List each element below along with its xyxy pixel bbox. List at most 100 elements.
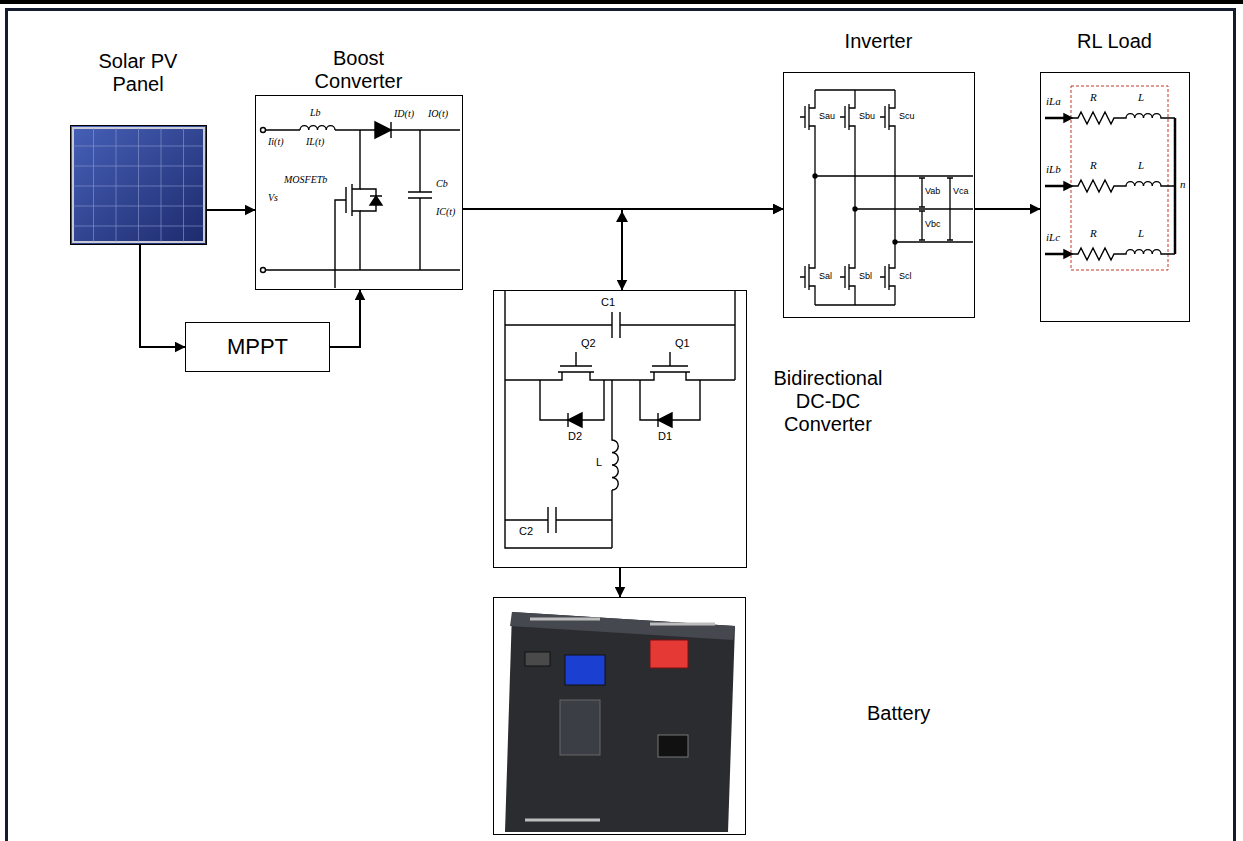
circuit-label: Sbu [859, 111, 875, 121]
flow-arrow [330, 290, 360, 347]
circuit-label: IO(t) [428, 108, 448, 120]
boost-circuit-part [370, 196, 382, 205]
circuit-label: D2 [568, 430, 582, 443]
bidirectional-circuit-part [505, 291, 612, 548]
circuit-label: Ii(t) [268, 136, 284, 148]
circuit-label: D1 [658, 430, 672, 443]
bidirectional-circuit [505, 291, 735, 548]
boost-circuit-part [335, 187, 346, 288]
flow-arrow [622, 209, 783, 290]
flow-arrow [619, 568, 621, 597]
circuit-label: L [1138, 91, 1144, 104]
inverter-circuit [800, 90, 973, 305]
rl-load-circuit-part [1064, 182, 1072, 190]
rl-load-circuit-part [1072, 248, 1175, 260]
bidirectional-circuit-part [560, 352, 688, 366]
rl-load-box: RL Load [1040, 72, 1190, 322]
solar-panel-picture-part [73, 128, 204, 242]
circuit-label: IL(t) [306, 136, 324, 148]
flow-arrow [207, 209, 255, 211]
box-heading: Solar PV Panel [83, 50, 193, 96]
circuit-label: Lb [310, 107, 321, 119]
circuit-label: Sbl [859, 271, 872, 281]
circuit-label: n [1180, 178, 1186, 191]
circuit-label: Q2 [581, 337, 596, 350]
bidirectional-circuit-part [734, 291, 735, 380]
boost-circuit-part [261, 128, 266, 133]
rl-load-circuit-part [1072, 180, 1175, 192]
circuit-label: ID(t) [394, 108, 414, 120]
boost-circuit-part [352, 130, 360, 270]
inverter-circuit-part [815, 90, 895, 305]
box-heading: Battery [867, 702, 1007, 725]
circuit-label: iLc [1046, 231, 1060, 244]
box-heading: Bidirectional DC-DC Converter [758, 367, 898, 436]
battery-picture-part [510, 612, 735, 640]
box-heading: RL Load [1040, 30, 1190, 53]
circuit-label: Sau [819, 111, 835, 121]
circuit-label: Sal [819, 271, 832, 281]
circuit-label: R [1090, 227, 1097, 240]
circuit-label: L [1138, 227, 1144, 240]
box-heading: Boost Converter [299, 47, 419, 93]
flow-arrow [140, 245, 185, 347]
circuit-label: C1 [601, 296, 615, 309]
boost-circuit-part [266, 129, 301, 130]
solar-panel: Solar PV Panel [70, 125, 207, 245]
boost-converter: Boost Converter [255, 95, 463, 290]
boost-circuit-part [391, 122, 460, 138]
bidirectional-circuit-part [505, 372, 735, 380]
circuit-label: iLb [1046, 163, 1061, 176]
battery-picture-part [560, 700, 600, 755]
inverter-box: Inverter [783, 72, 975, 318]
boost-circuit [261, 122, 461, 288]
rl-load-circuit-part [1071, 86, 1168, 270]
mppt-box: MPPT [185, 322, 330, 372]
circuit-label: MOSFETb [284, 174, 327, 186]
boost-circuit-part [261, 268, 266, 273]
circuit-label: Scu [899, 111, 915, 121]
inverter-circuit-part [880, 90, 895, 305]
rl-load-circuit-part [1064, 250, 1072, 258]
battery-picture [505, 612, 735, 832]
battery-picture-part [525, 619, 715, 820]
circuit-label: Vca [953, 186, 969, 196]
battery-picture-part [565, 655, 605, 685]
rl-load-circuit-part [1072, 112, 1175, 124]
battery-picture-part [658, 735, 688, 757]
boost-circuit-part [375, 122, 391, 138]
battery-picture-part [650, 640, 688, 668]
battery-box: Battery [493, 597, 746, 835]
circuit-label: L [596, 456, 602, 469]
circuit-label: C2 [519, 525, 533, 538]
inverter-circuit-part [813, 174, 817, 178]
bidirectional-circuit-part [540, 380, 604, 427]
rl-load-circuit-part [1045, 118, 1066, 254]
battery-picture-part [525, 652, 550, 666]
boost-circuit-part [408, 130, 432, 270]
bidirectional-circuit-part [505, 312, 735, 338]
boost-circuit-part [360, 189, 382, 211]
bidirectional-circuit-part [658, 413, 672, 427]
top-rule [0, 0, 1243, 4]
battery-picture-part [505, 612, 735, 832]
solar-panel-picture-part [71, 126, 206, 244]
inverter-circuit-part [919, 178, 953, 240]
inverter-circuit-part [800, 90, 815, 305]
boost-circuit-part [266, 269, 461, 270]
circuit-label: L [1138, 159, 1144, 172]
solar-panel-picture-part [73, 128, 204, 242]
circuit-label: R [1090, 91, 1097, 104]
circuit-label: Cb [436, 178, 448, 190]
rl-load-circuit [1045, 86, 1175, 270]
circuit-label: Vbc [925, 219, 941, 229]
box-label: MPPT [227, 334, 288, 359]
boost-circuit-part [300, 126, 335, 130]
circuit-label: R [1090, 159, 1097, 172]
circuit-label: Scl [899, 271, 912, 281]
circuit-label: iLa [1046, 95, 1061, 108]
